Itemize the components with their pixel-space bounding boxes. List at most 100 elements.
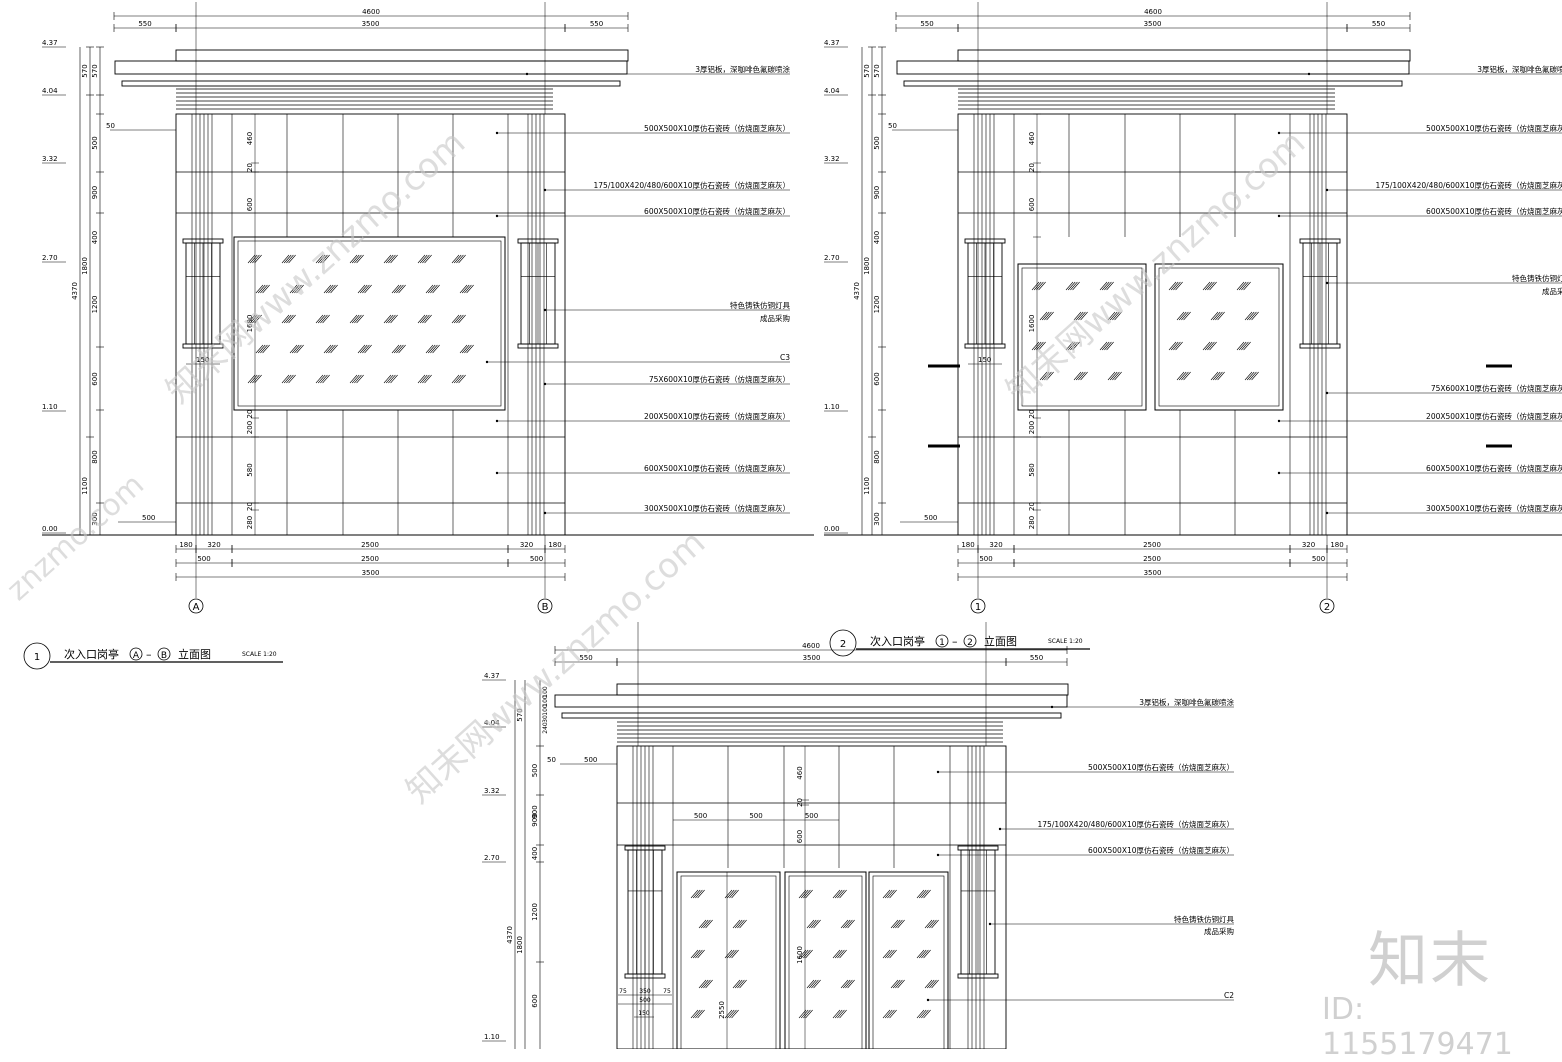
glass-hatch [1104, 281, 1112, 291]
glass-hatch [921, 1009, 929, 1019]
axis-bubble [537, 598, 553, 614]
glass-hatch [364, 284, 372, 294]
window-glass-left [1021, 267, 1143, 407]
dim-text: 100 [542, 686, 549, 698]
glass-hatch [391, 344, 400, 354]
dim-text: 500 [530, 555, 543, 563]
door-frame [784, 871, 867, 1049]
dim-text: 1800 [81, 257, 89, 275]
glass-hatch [1215, 371, 1223, 381]
glass-hatch [458, 374, 466, 384]
level-text: 0.00 [824, 525, 840, 533]
level-text: 4.04 [484, 719, 500, 727]
leader-dot [495, 214, 499, 218]
glass-hatch [1207, 281, 1215, 291]
glass-hatch [1067, 341, 1076, 351]
axis-bubble [1319, 598, 1335, 614]
glass-hatch [1176, 371, 1185, 381]
glass-hatch [845, 979, 853, 989]
glass-hatch [834, 949, 843, 959]
lamp-base [964, 343, 1006, 349]
dim-text: 500 [694, 812, 707, 820]
glass-hatch [362, 284, 370, 294]
glass-hatch [453, 254, 462, 264]
glass-hatch [1072, 341, 1080, 351]
annotation-text: C3 [780, 353, 790, 362]
glass-hatch [1101, 341, 1110, 351]
glass-hatch [461, 284, 470, 294]
dim-text: 500 [979, 555, 992, 563]
glass-hatch [315, 254, 324, 264]
glass-hatch [806, 979, 815, 989]
annotation-text: 成品采购 [760, 313, 790, 323]
glass-hatch [726, 949, 735, 959]
glass-hatch [1207, 341, 1215, 351]
annotation-text: 特色铸铁仿铜灯具 [730, 300, 790, 310]
glass-hatch [724, 1009, 733, 1019]
glass-hatch [692, 1009, 701, 1019]
glass-hatch [1244, 311, 1253, 321]
glass-hatch [1204, 281, 1213, 291]
glass-hatch [466, 344, 474, 354]
glass-hatch [1246, 311, 1255, 321]
glass-hatch [286, 314, 294, 324]
dim-text: 75 [663, 988, 671, 995]
glass-hatch [247, 374, 256, 384]
glass-hatch [252, 374, 260, 384]
glass-hatch [1044, 371, 1052, 381]
glass-hatch [839, 949, 847, 959]
glass-hatch [924, 919, 933, 929]
glass-hatch [837, 1009, 845, 1019]
dim-text: 20 [1028, 410, 1036, 419]
glass-hatch [351, 374, 360, 384]
dim-text: 280 [246, 516, 254, 529]
glass-hatch [695, 1009, 703, 1019]
dim-text: 1800 [863, 257, 871, 275]
glass-hatch [317, 254, 326, 264]
glass-hatch [356, 374, 364, 384]
dim-text: 570 [516, 708, 524, 721]
title-suffix: 立面图 [178, 647, 211, 661]
roof-slab [554, 694, 1068, 708]
dim-text: 500 [1312, 555, 1325, 563]
glass-hatch [697, 949, 705, 959]
leader-dot [1277, 214, 1281, 218]
dim-text: 600 [796, 830, 804, 843]
window-frame-left [1017, 263, 1147, 411]
glass-hatch [388, 314, 396, 324]
leader-dot [525, 72, 529, 76]
dim-text: 50 [888, 122, 897, 130]
glass-hatch [1104, 341, 1112, 351]
glass-hatch [1236, 281, 1245, 291]
glass-hatch [398, 344, 406, 354]
glass-hatch [892, 979, 901, 989]
title-text: 次入口岗亭 [64, 647, 119, 661]
glass-hatch [1065, 341, 1074, 351]
glass-hatch [254, 254, 262, 264]
glass-hatch [393, 284, 402, 294]
lamp-cap [517, 238, 559, 244]
glass-hatch [317, 374, 326, 384]
dim-text: 4600 [1144, 8, 1162, 16]
glass-hatch [458, 254, 466, 264]
glass-hatch [731, 1009, 739, 1019]
glass-hatch [254, 374, 262, 384]
glass-hatch [1251, 311, 1259, 321]
dim-text: 50 [547, 756, 556, 764]
glass-hatch [354, 254, 362, 264]
glass-hatch [1173, 281, 1181, 291]
dim-text: 800 [91, 450, 99, 463]
glass-hatch [385, 314, 394, 324]
window-frame-right [1154, 263, 1284, 411]
leader-dot [1325, 188, 1329, 192]
glass-hatch [884, 889, 893, 899]
glass-hatch [1178, 371, 1187, 381]
glass-hatch [356, 254, 364, 264]
glass-hatch [1036, 341, 1044, 351]
glass-hatch [296, 284, 304, 294]
glass-hatch [281, 374, 290, 384]
dim-text: 1100 [81, 477, 89, 495]
level-text: 2.70 [484, 854, 500, 862]
dim-text: 550 [920, 20, 933, 28]
glass-hatch [1176, 311, 1185, 321]
